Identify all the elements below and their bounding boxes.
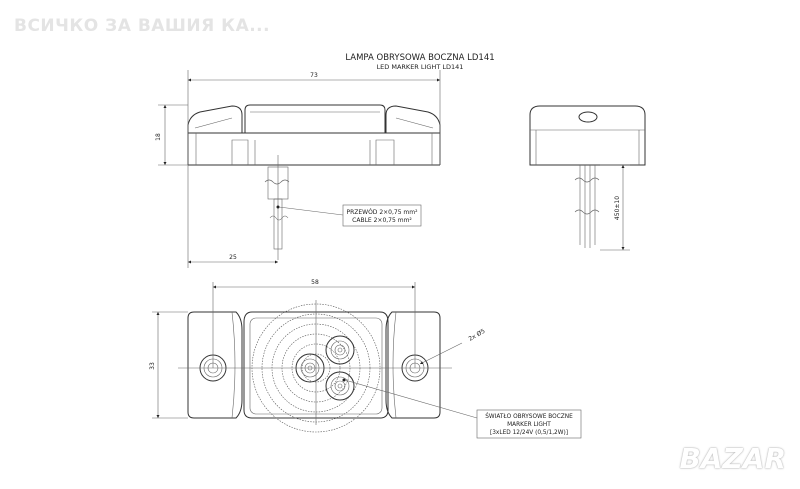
svg-text:ŚWIATŁO OBRYSOWE BOCZNE: ŚWIATŁO OBRYSOWE BOCZNE — [485, 413, 573, 420]
dim-cable-offset: 25 — [229, 254, 237, 261]
title-english: LED MARKER LIGHT LD141 — [377, 63, 464, 71]
dim-hole-diameter: 2x Ø5 — [468, 328, 487, 343]
dim-height: 18 — [155, 133, 162, 141]
cable-callout: PRZEWÓD 2×0,75 mm² CABLE 2×0,75 mm² — [342, 204, 422, 227]
dim-hole-spacing: 58 — [311, 279, 319, 286]
front-view: 73 18 25 — [155, 70, 441, 268]
dim-length: 73 — [310, 72, 318, 79]
svg-text:[3xLED 12/24V (0,5/1,2W)]: [3xLED 12/24V (0,5/1,2W)] — [490, 430, 568, 436]
svg-text:CABLE 2×0,75 mm²: CABLE 2×0,75 mm² — [352, 217, 412, 224]
drawing-title: LAMPA OBRYSOWA BOCZNA LD141 LED MARKER L… — [345, 53, 494, 71]
top-view: 58 33 2x Ø5 — [149, 279, 487, 433]
title-polish: LAMPA OBRYSOWA BOCZNA LD141 — [345, 53, 494, 63]
side-view: 450±10 — [529, 105, 646, 251]
light-callout: ŚWIATŁO OBRYSOWE BOCZNE MARKER LIGHT [3x… — [476, 409, 582, 439]
dim-cable-length: 450±10 — [614, 196, 621, 220]
dim-width: 33 — [149, 362, 156, 370]
bazar-logo: BAZAR — [679, 442, 786, 475]
svg-text:MARKER LIGHT: MARKER LIGHT — [507, 422, 551, 428]
svg-text:PRZEWÓD 2×0,75 mm²: PRZEWÓD 2×0,75 mm² — [346, 209, 418, 216]
watermark-text: ВСИЧКО ЗА ВАШИЯ КА... — [14, 16, 271, 36]
